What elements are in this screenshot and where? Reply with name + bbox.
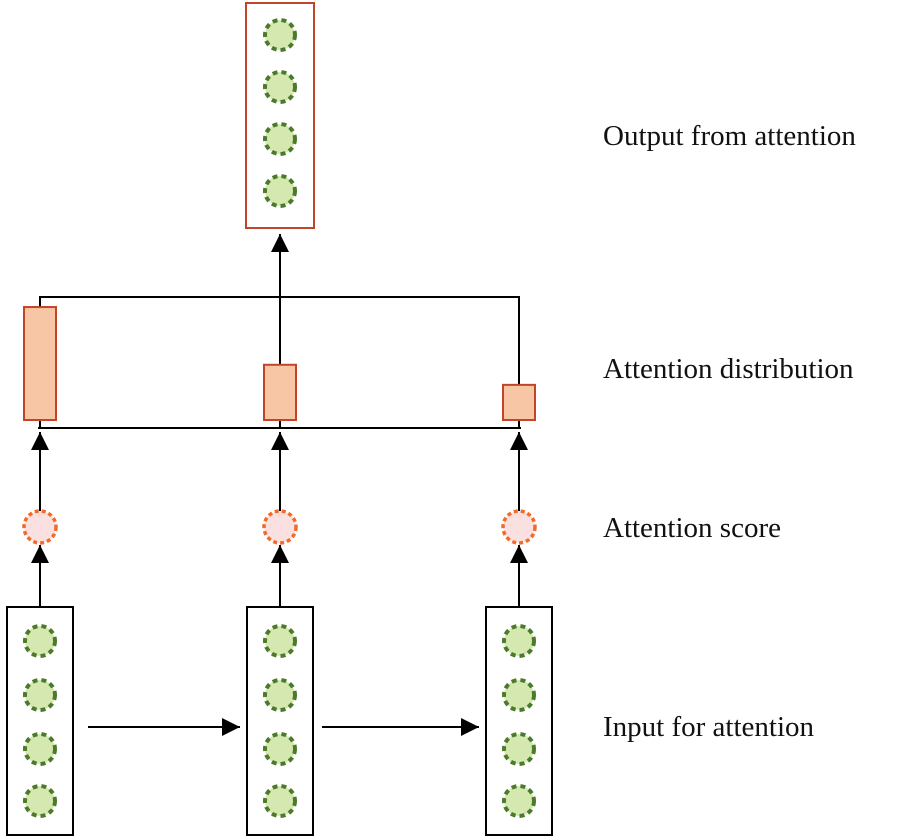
- output-vector-layer: [245, 2, 315, 229]
- output-neuron: [263, 18, 297, 52]
- output-neuron: [263, 122, 297, 156]
- attention-weight-bar-2: [263, 363, 297, 421]
- input-neuron: [502, 784, 536, 818]
- input-vector-3: [485, 606, 553, 836]
- output-vector: [245, 2, 315, 229]
- input-vector-1: [6, 606, 74, 836]
- label-attention-distribution: Attention distribution: [603, 353, 854, 385]
- label-input: Input for attention: [603, 711, 815, 743]
- input-vectors-layer: [6, 606, 553, 836]
- attention-scores-layer: [22, 509, 537, 545]
- input-neuron: [263, 784, 297, 818]
- input-neuron: [502, 624, 536, 658]
- attention-weight-bar-3: [502, 383, 536, 421]
- output-neuron: [263, 70, 297, 104]
- input-neuron: [23, 678, 57, 712]
- input-neuron: [23, 624, 57, 658]
- input-neuron: [23, 784, 57, 818]
- input-vector-box: [485, 606, 553, 836]
- attention-score-3: [501, 509, 537, 545]
- attention-distribution-layer: [23, 306, 536, 421]
- attention-weight-bar-1: [23, 306, 57, 421]
- input-vector-box: [246, 606, 314, 836]
- input-neuron: [23, 732, 57, 766]
- attention-score-2: [262, 509, 298, 545]
- connections-layer: [31, 234, 528, 736]
- input-vector-2: [246, 606, 314, 836]
- input-neuron: [263, 678, 297, 712]
- output-neuron: [263, 174, 297, 208]
- input-neuron: [502, 678, 536, 712]
- attention-score-1: [22, 509, 58, 545]
- label-output: Output from attention: [603, 120, 856, 152]
- input-neuron: [263, 624, 297, 658]
- input-neuron: [263, 732, 297, 766]
- label-attention-score: Attention score: [603, 512, 781, 544]
- input-vector-box: [6, 606, 74, 836]
- output-vector-box: [245, 2, 315, 229]
- input-neuron: [502, 732, 536, 766]
